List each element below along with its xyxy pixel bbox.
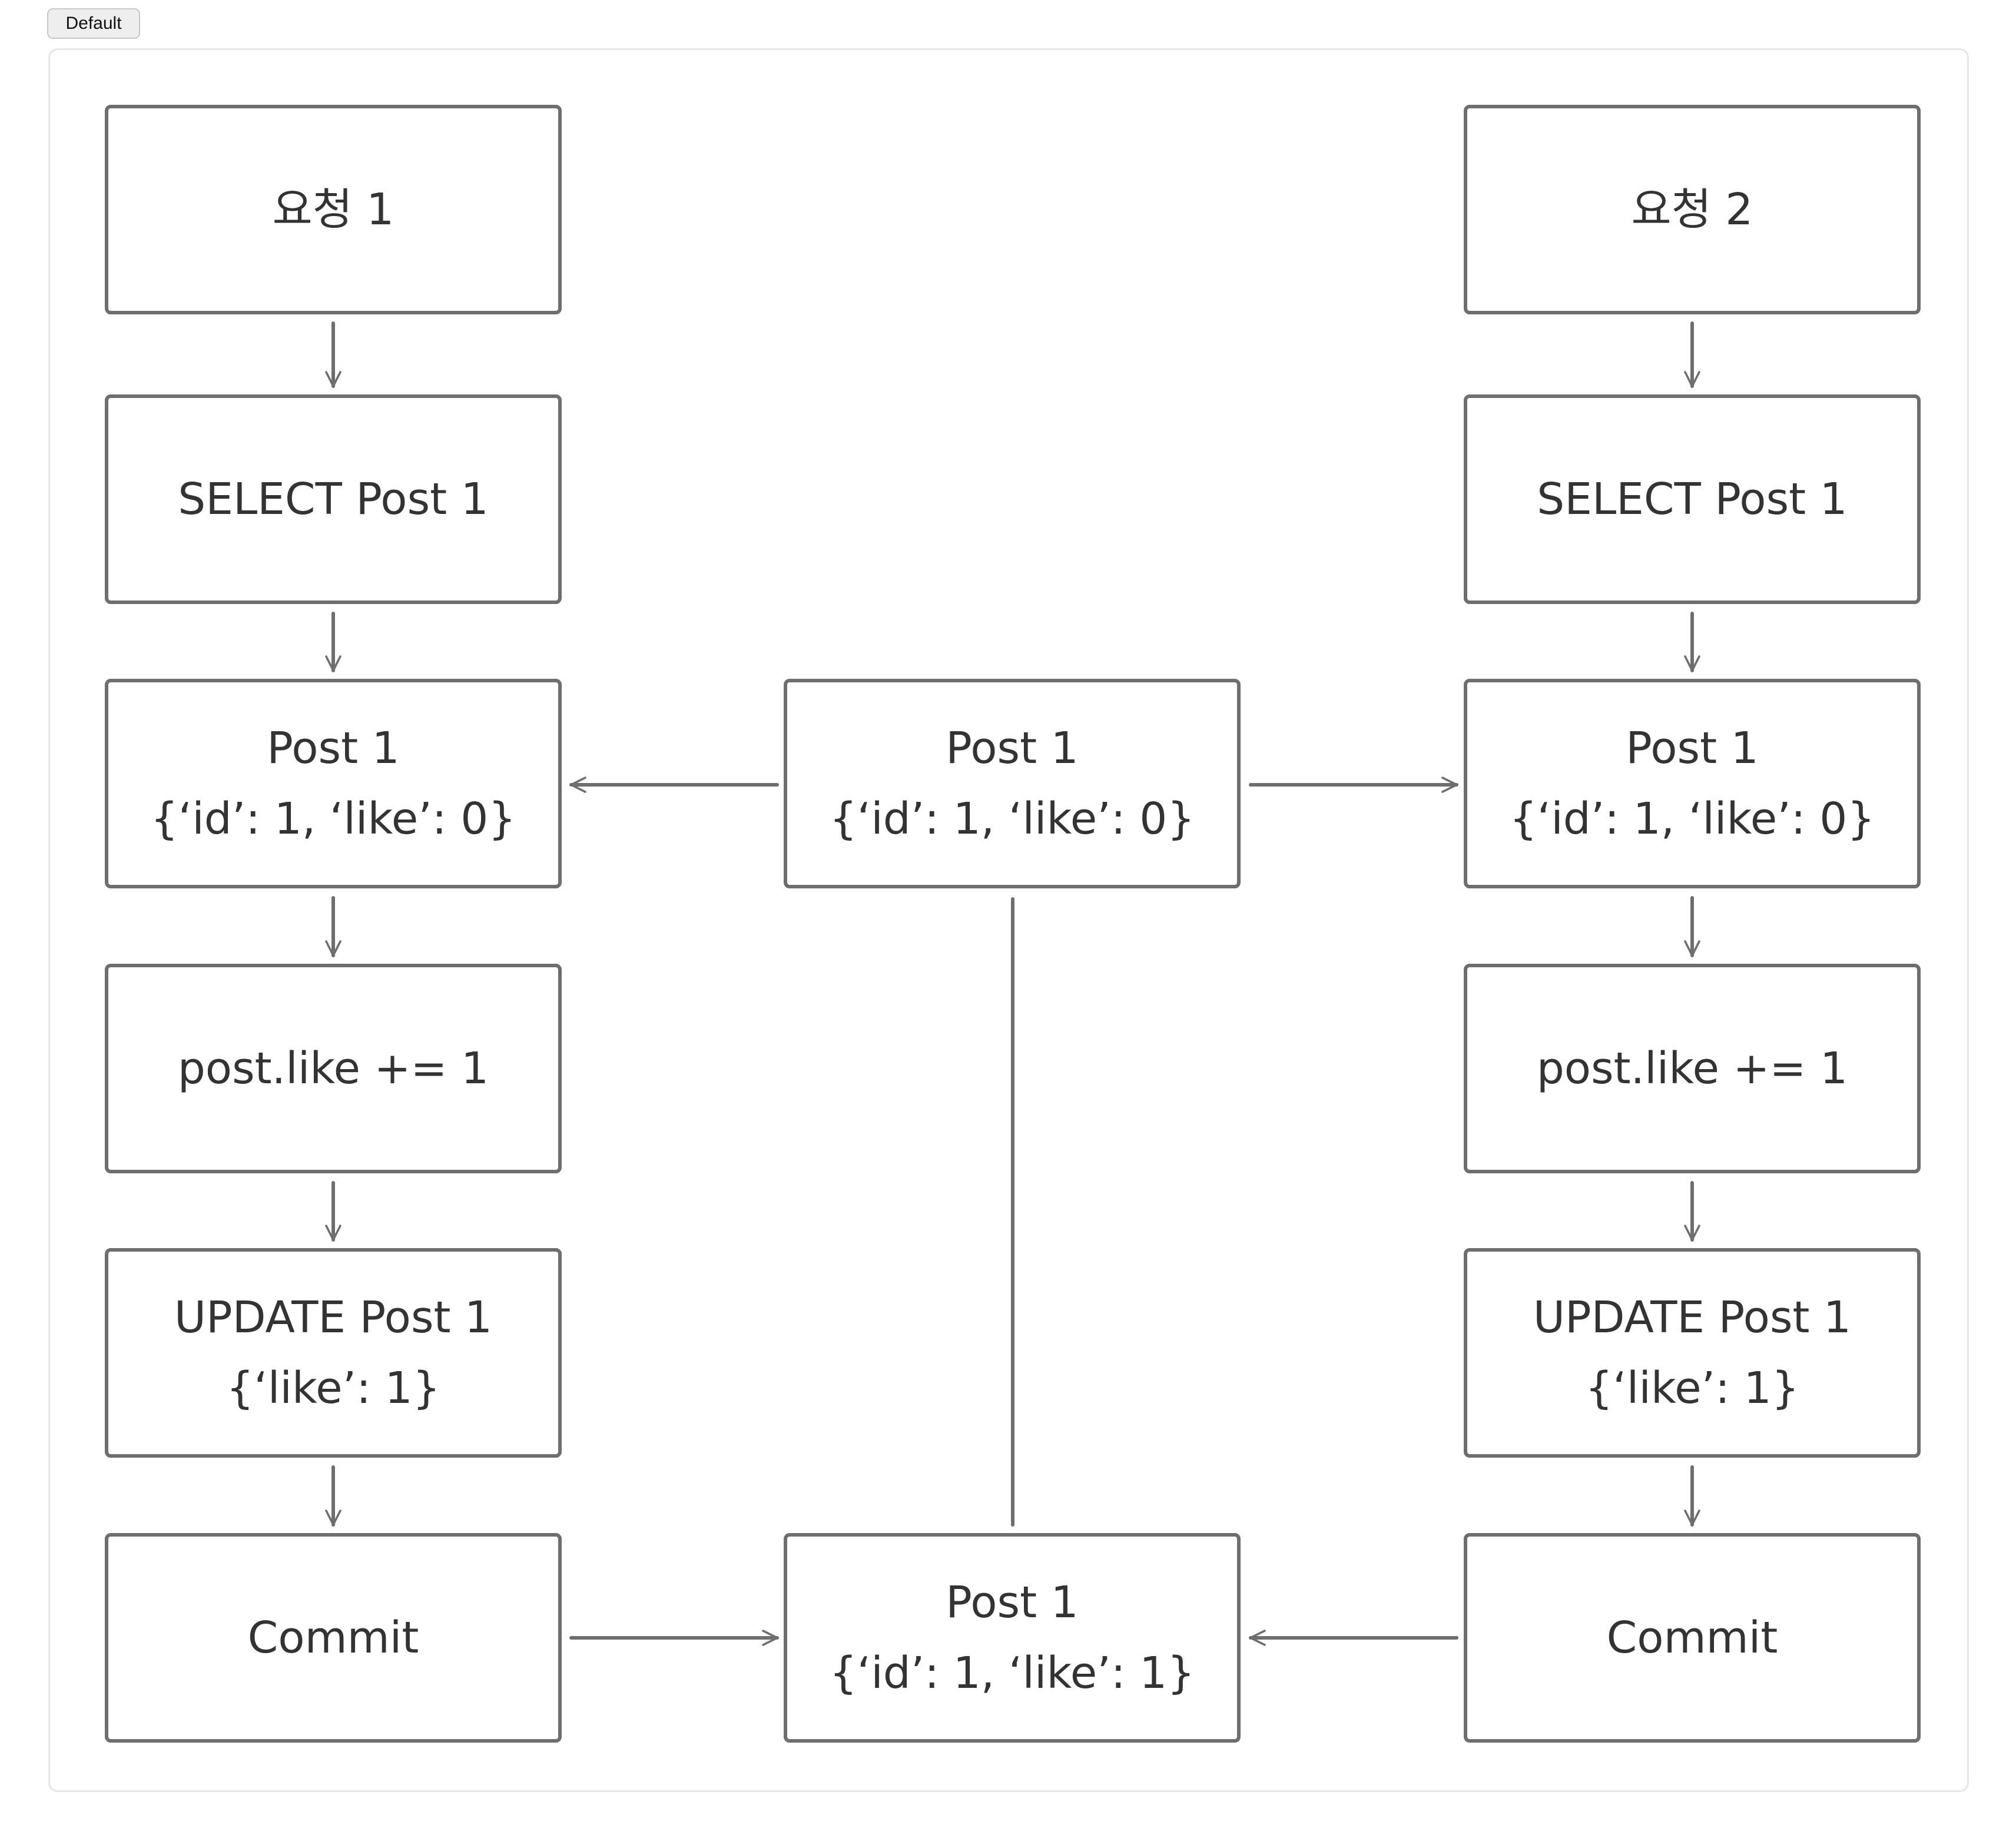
r1-update-box: UPDATE Post 1 {‘like’: 1} <box>105 1248 562 1458</box>
r2-read-title: Post 1 <box>1626 723 1759 774</box>
r1-increment-box: post.like += 1 <box>105 964 562 1173</box>
db-before-value: {‘id’: 1, ‘like’: 0} <box>829 794 1195 844</box>
r2-select-label: SELECT Post 1 <box>1537 474 1848 525</box>
r2-title-label: 요청 2 <box>1631 184 1753 235</box>
r1-read-value: {‘id’: 1, ‘like’: 0} <box>150 794 516 844</box>
r2-update-title: UPDATE Post 1 <box>1533 1292 1852 1343</box>
db-before-title: Post 1 <box>946 723 1079 774</box>
r1-commit-box: Commit <box>105 1533 562 1743</box>
r2-update-box: UPDATE Post 1 {‘like’: 1} <box>1464 1248 1921 1458</box>
r2-increment-box: post.like += 1 <box>1464 964 1921 1173</box>
r1-title-label: 요청 1 <box>272 184 394 235</box>
r2-read-box: Post 1 {‘id’: 1, ‘like’: 0} <box>1464 679 1921 888</box>
db-after-title: Post 1 <box>946 1577 1079 1628</box>
r1-commit-label: Commit <box>247 1613 419 1663</box>
r2-title-box: 요청 2 <box>1464 105 1921 314</box>
r2-select-box: SELECT Post 1 <box>1464 394 1921 604</box>
r1-read-title: Post 1 <box>267 723 400 774</box>
r2-commit-box: Commit <box>1464 1533 1921 1743</box>
diagram-frame <box>48 48 1969 1792</box>
r1-increment-label: post.like += 1 <box>177 1043 489 1094</box>
r2-read-value: {‘id’: 1, ‘like’: 0} <box>1509 794 1875 844</box>
db-after-value: {‘id’: 1, ‘like’: 1} <box>829 1648 1195 1698</box>
r1-title-box: 요청 1 <box>105 105 562 314</box>
db-before-box: Post 1 {‘id’: 1, ‘like’: 0} <box>784 679 1241 888</box>
db-after-box: Post 1 {‘id’: 1, ‘like’: 1} <box>784 1533 1241 1743</box>
r1-select-label: SELECT Post 1 <box>178 474 489 525</box>
r1-select-box: SELECT Post 1 <box>105 394 562 604</box>
r2-update-value: {‘like’: 1} <box>1585 1363 1799 1414</box>
r1-read-box: Post 1 {‘id’: 1, ‘like’: 0} <box>105 679 562 888</box>
variant-default-button[interactable]: Default <box>47 8 140 39</box>
r2-increment-label: post.like += 1 <box>1536 1043 1848 1094</box>
r1-update-title: UPDATE Post 1 <box>174 1292 493 1343</box>
r1-update-value: {‘like’: 1} <box>226 1363 440 1414</box>
r2-commit-label: Commit <box>1606 1613 1778 1663</box>
